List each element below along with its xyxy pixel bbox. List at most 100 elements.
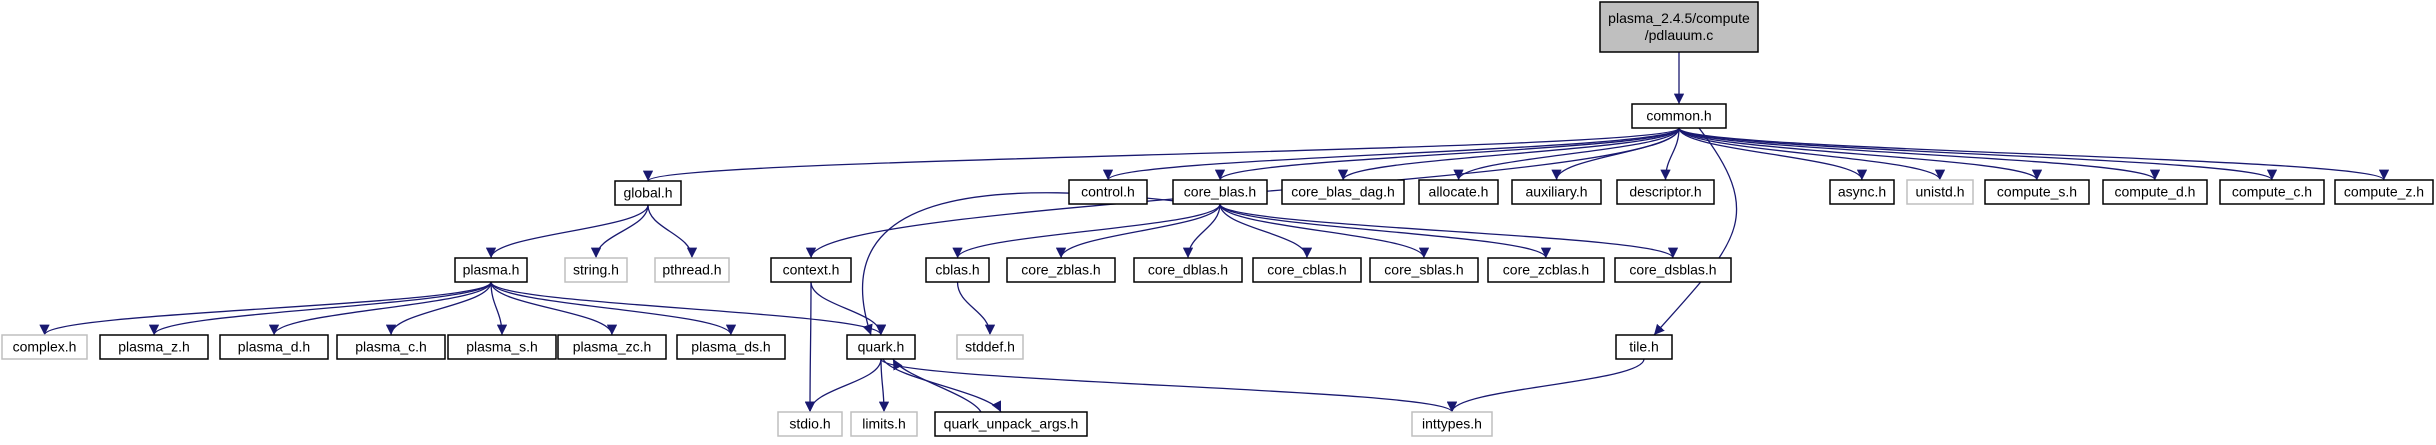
- node-box-limits: [850, 411, 918, 437]
- node-label-control: control.h: [1081, 184, 1135, 200]
- node-label-unistd: unistd.h: [1915, 184, 1964, 200]
- node-plasma_s[interactable]: plasma_s.h: [447, 334, 557, 360]
- edge-common-to-tile: [1653, 127, 1738, 336]
- node-core_zcblas[interactable]: core_zcblas.h: [1487, 257, 1605, 283]
- node-label-plasma_z: plasma_z.h: [118, 339, 190, 355]
- node-string[interactable]: string.h: [564, 257, 628, 283]
- node-box-core_zcblas: [1487, 257, 1605, 283]
- node-allocate[interactable]: allocate.h: [1418, 179, 1499, 205]
- node-pthread[interactable]: pthread.h: [654, 257, 730, 283]
- node-box-plasma_s: [447, 334, 557, 360]
- edge-common-to-unistd: [1678, 127, 1946, 181]
- node-label-quark: quark.h: [858, 339, 905, 355]
- node-label-core_blas: core_blas.h: [1184, 184, 1256, 200]
- node-box-inttypes: [1411, 411, 1493, 437]
- edge-common-to-descriptor: [1660, 127, 1680, 181]
- node-label-plasma_s: plasma_s.h: [466, 339, 538, 355]
- node-box-core_dsblas: [1614, 257, 1732, 283]
- node-core_zblas[interactable]: core_zblas.h: [1006, 257, 1116, 283]
- node-core_blas_dag[interactable]: core_blas_dag.h: [1281, 179, 1405, 205]
- node-box-plasma_c: [336, 334, 446, 360]
- node-descriptor[interactable]: descriptor.h: [1616, 179, 1715, 205]
- node-box-core_blas_dag: [1281, 179, 1405, 205]
- node-box-complex: [1, 334, 88, 360]
- node-tile[interactable]: tile.h: [1615, 334, 1673, 360]
- node-box-auxiliary: [1511, 179, 1602, 205]
- node-label-root: /pdlauum.c: [1645, 27, 1713, 43]
- edge-global-to-string: [590, 204, 649, 259]
- node-label-compute_d: compute_d.h: [2115, 184, 2196, 200]
- node-root[interactable]: plasma_2.4.5/compute/pdlauum.c: [1599, 1, 1759, 53]
- node-global[interactable]: global.h: [614, 180, 682, 206]
- node-auxiliary[interactable]: auxiliary.h: [1511, 179, 1602, 205]
- edge-common-to-compute_c: [1678, 127, 2277, 181]
- node-common[interactable]: common.h: [1631, 103, 1727, 129]
- node-quark[interactable]: quark.h: [846, 334, 916, 360]
- edge-common-to-allocate: [1453, 127, 1680, 181]
- node-label-plasma_c: plasma_c.h: [355, 339, 427, 355]
- node-plasma_c[interactable]: plasma_c.h: [336, 334, 446, 360]
- node-label-stdio: stdio.h: [789, 416, 830, 432]
- node-inttypes[interactable]: inttypes.h: [1411, 411, 1493, 437]
- node-limits[interactable]: limits.h: [850, 411, 918, 437]
- node-compute_z[interactable]: compute_z.h: [2334, 179, 2434, 205]
- node-compute_c[interactable]: compute_c.h: [2219, 179, 2325, 205]
- node-box-stddef: [956, 334, 1024, 360]
- node-box-quark_unpack: [934, 411, 1088, 437]
- node-complex[interactable]: complex.h: [1, 334, 88, 360]
- node-box-plasma_d: [219, 334, 329, 360]
- edge-quark_unpack-to-quark: [892, 358, 982, 413]
- node-label-core_zblas: core_zblas.h: [1021, 262, 1100, 278]
- node-async[interactable]: async.h: [1829, 179, 1895, 205]
- node-label-descriptor: descriptor.h: [1629, 184, 1701, 200]
- edge-global-to-plasma: [485, 204, 649, 259]
- node-core_dsblas[interactable]: core_dsblas.h: [1614, 257, 1732, 283]
- node-box-core_dblas: [1133, 257, 1243, 283]
- node-plasma_z[interactable]: plasma_z.h: [99, 334, 209, 360]
- node-box-compute_d: [2102, 179, 2208, 205]
- node-compute_d[interactable]: compute_d.h: [2102, 179, 2208, 205]
- node-box-quark: [846, 334, 916, 360]
- node-plasma_ds[interactable]: plasma_ds.h: [676, 334, 786, 360]
- node-stdio[interactable]: stdio.h: [777, 411, 843, 437]
- node-label-compute_z: compute_z.h: [2344, 184, 2424, 200]
- node-label-common: common.h: [1646, 108, 1711, 124]
- edge-plasma-to-plasma_z: [148, 281, 492, 336]
- node-label-async: async.h: [1838, 184, 1886, 200]
- node-box-unistd: [1906, 179, 1974, 205]
- edge-common-to-async: [1678, 127, 1868, 181]
- node-label-plasma_d: plasma_d.h: [238, 339, 310, 355]
- edge-quark-to-limits: [878, 358, 890, 413]
- edge-quark-to-quark_unpack: [882, 358, 1002, 413]
- node-context[interactable]: context.h: [770, 257, 852, 283]
- node-compute_s[interactable]: compute_s.h: [1984, 179, 2090, 205]
- node-control[interactable]: control.h: [1068, 179, 1148, 205]
- node-label-limits: limits.h: [862, 416, 906, 432]
- edge-plasma-to-quark: [490, 281, 887, 336]
- node-core_cblas[interactable]: core_cblas.h: [1252, 257, 1362, 283]
- edge-core_blas-to-core_cblas: [1219, 203, 1313, 259]
- node-cblas[interactable]: cblas.h: [925, 257, 990, 283]
- node-plasma[interactable]: plasma.h: [454, 257, 528, 283]
- node-label-core_dsblas: core_dsblas.h: [1629, 262, 1716, 278]
- node-quark_unpack[interactable]: quark_unpack_args.h: [934, 411, 1088, 437]
- edge-common-to-auxiliary: [1551, 127, 1680, 181]
- node-core_dblas[interactable]: core_dblas.h: [1133, 257, 1243, 283]
- node-box-cblas: [925, 257, 990, 283]
- node-plasma_d[interactable]: plasma_d.h: [219, 334, 329, 360]
- node-box-plasma_z: [99, 334, 209, 360]
- node-stddef[interactable]: stddef.h: [956, 334, 1024, 360]
- edge-context-to-stdio: [804, 281, 816, 413]
- node-label-stddef: stddef.h: [965, 339, 1015, 355]
- node-core_blas[interactable]: core_blas.h: [1172, 179, 1268, 205]
- node-label-plasma_ds: plasma_ds.h: [691, 339, 770, 355]
- node-core_sblas[interactable]: core_sblas.h: [1369, 257, 1479, 283]
- node-label-core_cblas: core_cblas.h: [1267, 262, 1346, 278]
- edge-core_blas-to-core_dsblas: [1219, 203, 1679, 259]
- edge-plasma-to-complex: [39, 281, 492, 336]
- node-unistd[interactable]: unistd.h: [1906, 179, 1974, 205]
- edge-core_blas-to-core_sblas: [1219, 203, 1430, 259]
- edge-quark-to-inttypes: [880, 358, 1457, 413]
- node-plasma_zc[interactable]: plasma_zc.h: [557, 334, 667, 360]
